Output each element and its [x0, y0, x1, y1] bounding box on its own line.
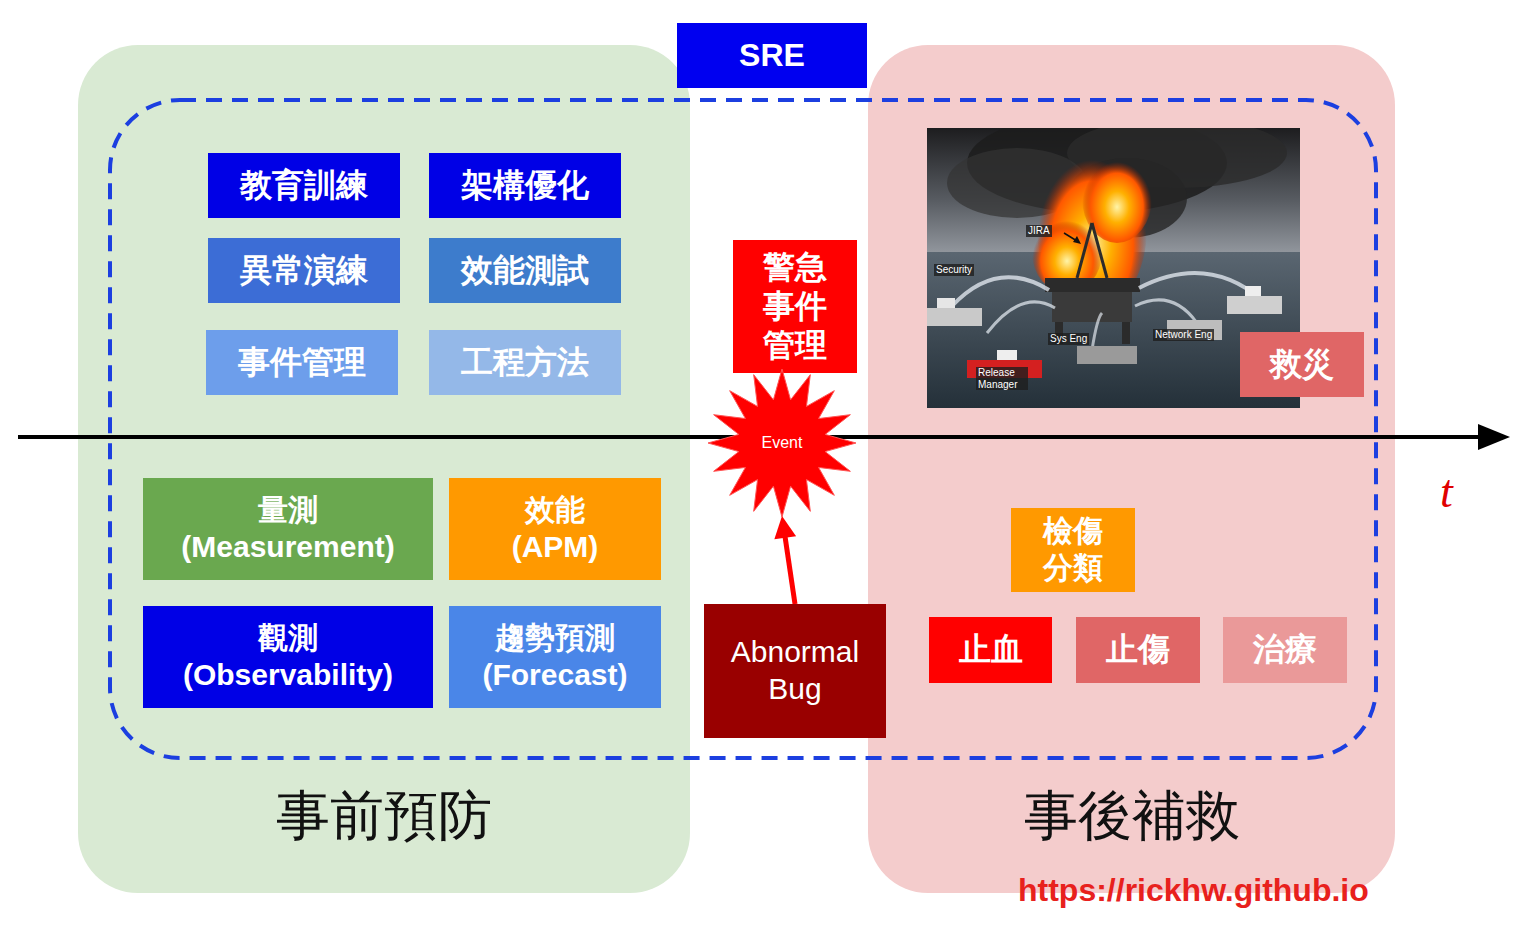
practice-box: 架構優化	[429, 153, 621, 218]
photo-label: JIRA	[1026, 225, 1052, 237]
box-label: 警急 事件 管理	[760, 248, 830, 365]
arrow-connector	[774, 516, 796, 604]
treatment-box: 止傷	[1076, 617, 1200, 683]
disaster-photo	[1092, 313, 1102, 350]
disaster-photo	[1077, 346, 1137, 364]
photo-label: Network Eng	[1153, 329, 1214, 341]
event-burst: Event	[707, 368, 857, 518]
disaster-photo	[997, 350, 1017, 360]
metric-box: 趨勢預測 (Forecast)	[449, 606, 661, 708]
timeline	[78, 435, 690, 439]
box-label: 事件管理	[238, 343, 366, 382]
box-label: 檢傷 分類	[1040, 513, 1106, 586]
photo-label: Sys Eng	[1048, 333, 1089, 345]
photo-label: Security	[934, 264, 974, 276]
region-tab: SRE	[677, 23, 867, 88]
disaster-photo	[1245, 286, 1261, 296]
disaster-photo	[1077, 223, 1092, 278]
practice-box: 異常演練	[208, 238, 400, 303]
box-label: 量測 (Measurement)	[171, 492, 406, 565]
disaster-photo	[1139, 273, 1262, 300]
url-watermark: https://rickhw.github.io	[1018, 872, 1369, 909]
box-label: 效能 (APM)	[500, 492, 610, 565]
disaster-photo	[987, 302, 1055, 333]
photo-label: Network Eng	[1153, 329, 1214, 341]
photo-label: Release Manager	[976, 367, 1028, 390]
box-label: 趨勢預測 (Forecast)	[470, 620, 640, 693]
time-axis-label: t	[1440, 466, 1453, 519]
disaster-photo	[1052, 292, 1132, 322]
box-label: 架構優化	[461, 166, 589, 205]
timeline	[868, 45, 1395, 893]
box-label: 治療	[1253, 630, 1317, 669]
prevention-panel: 事前預防 教育訓練 架構優化異常演練 效能測試事件管理 工程方法量測 (Measurem…	[78, 45, 690, 893]
photo-label: Release Manager	[976, 367, 1028, 390]
disaster-photo	[1135, 300, 1197, 323]
box-label: 效能測試	[461, 251, 589, 290]
disaster-photo	[1092, 223, 1107, 278]
panel-heading: 事前預防	[78, 783, 690, 848]
rescue-box: 救災	[1240, 332, 1364, 397]
time-axis-label: t	[1440, 466, 1453, 519]
box-label: 止傷	[1106, 630, 1170, 669]
disaster-photo	[927, 308, 982, 326]
disaster-photo	[1122, 322, 1130, 344]
region-title: SRE	[739, 37, 805, 74]
disaster-photo	[1227, 296, 1282, 314]
metric-box: 效能 (APM)	[449, 478, 661, 580]
metric-box: 量測 (Measurement)	[143, 478, 433, 580]
remedy-panel: 事後補救 救災檢傷 分類止血 止傷 治療	[868, 45, 1395, 893]
disaster-photo	[937, 298, 955, 308]
box-label: Abnormal Bug	[715, 634, 875, 707]
practice-box: 效能測試	[429, 238, 621, 303]
photo-label: Sys Eng	[1048, 333, 1089, 345]
arrow-line	[785, 536, 795, 604]
timeline	[868, 435, 1395, 439]
panel-heading: 事後補救	[868, 783, 1395, 848]
box-label: 救災	[1270, 345, 1334, 384]
box-label: Event	[762, 433, 803, 453]
triage-box: 檢傷 分類	[1011, 508, 1135, 592]
box-label: 止血	[959, 630, 1023, 669]
photo-label: Security	[934, 264, 974, 276]
starburst-shape	[708, 369, 856, 517]
practice-box: 工程方法	[429, 330, 621, 395]
dashed-outline	[110, 100, 1376, 758]
treatment-box: 止血	[929, 617, 1052, 683]
emergency-box: 警急 事件 管理	[733, 240, 857, 373]
arrow-head	[774, 516, 796, 539]
panel-title: 事前預防	[78, 783, 690, 848]
practice-box: 教育訓練	[208, 153, 400, 218]
box-label: 異常演練	[240, 251, 368, 290]
metric-box: 觀測 (Observability)	[143, 606, 433, 708]
practice-box: 事件管理	[206, 330, 398, 395]
box-label: 教育訓練	[240, 166, 368, 205]
panel-title: 事後補救	[868, 783, 1395, 848]
disaster-photo	[1073, 236, 1081, 244]
url-watermark: https://rickhw.github.io	[1018, 872, 1369, 909]
timeline	[1478, 424, 1510, 450]
bug-box: Abnormal Bug	[704, 604, 886, 738]
box-label: 工程方法	[461, 343, 589, 382]
treatment-box: 治療	[1223, 617, 1347, 683]
disaster-photo	[1045, 278, 1140, 292]
photo-label: JIRA	[1026, 225, 1052, 237]
box-label: 觀測 (Observability)	[171, 620, 406, 693]
